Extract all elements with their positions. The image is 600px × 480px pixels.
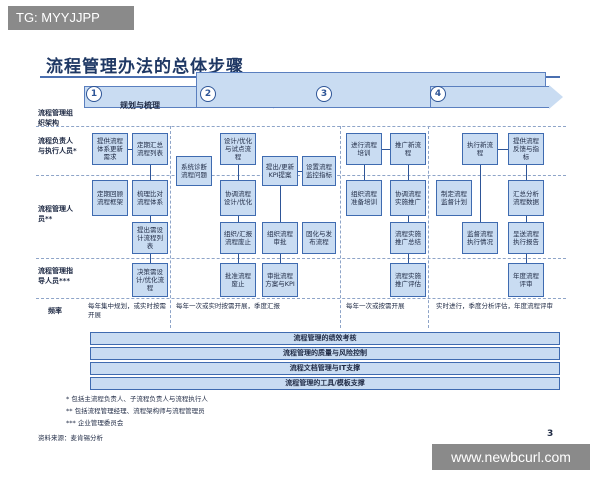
connector-14 (408, 216, 409, 222)
phase-divider-3 (428, 126, 429, 328)
connector-11 (364, 165, 365, 180)
lane-label-org: 流程管理组织架构 (38, 109, 73, 127)
box-provide-update-needs: 提供流程体系更新需求 (92, 133, 128, 165)
band-quality-risk: 流程管理的质量与风险控制 (90, 347, 560, 360)
page-title: 流程管理办法的总体步骤 (46, 57, 244, 77)
connector-8 (280, 186, 281, 222)
watermark-bottom: www.newbcurl.com (432, 444, 590, 470)
phase-label-1: 规划与梳理 (120, 101, 160, 110)
box-decide-design: 决策需设计/优化流程 (132, 263, 168, 297)
band-document-it: 流程文档管理与IT支撑 (90, 362, 560, 375)
lane-divider-2 (36, 175, 566, 176)
connector-17 (480, 165, 481, 222)
frequency-phase-3: 每年一次或按需开展 (346, 302, 405, 310)
connector-1 (128, 149, 132, 150)
box-set-monitor-index: 设置流程监控指标 (302, 156, 336, 186)
connector-13 (408, 165, 409, 180)
box-annual-review: 年度流程评审 (508, 263, 544, 297)
connector-12 (382, 149, 390, 150)
connector-5 (238, 165, 239, 180)
box-publish-process: 固化与发布流程 (302, 222, 336, 254)
page-number: 3 (547, 429, 554, 439)
frequency-phase-2: 每年一次或实时按需开展，季度汇报 (176, 302, 280, 310)
box-summarize-process-list: 定期汇总流程列表 (132, 133, 168, 165)
box-training: 进行流程培训 (346, 133, 382, 165)
note-2: ** 包括流程管理经理、流程架构师与流程管理员 (66, 407, 205, 415)
box-approve-abolish: 批准流程废止 (220, 263, 256, 297)
phase-bar-3 (430, 86, 550, 108)
box-prepare-training: 组织流程准备培训 (346, 180, 382, 216)
frequency-phase-1: 每年集中规划，或实时按需开展 (88, 302, 166, 319)
lane-label-leader: 流程管理指导人员*** (38, 267, 73, 285)
box-design-pilot: 设计/优化与试点流程 (220, 133, 256, 165)
box-monitor-execution: 监督流程执行情况 (462, 222, 498, 254)
connector-3 (150, 216, 151, 222)
phase-arrow-end (549, 85, 563, 109)
box-promotion-summary: 流程实施推广总结 (390, 222, 426, 254)
connector-20 (526, 254, 527, 263)
box-organize-approval: 组织流程审批 (262, 222, 298, 254)
phase-number-4: 4 (430, 86, 446, 102)
note-1: * 包括主流程负责人、子流程负责人与流程执行人 (66, 395, 208, 403)
connector-15 (408, 254, 409, 263)
box-promote-process: 推广新流程 (390, 133, 426, 165)
connector-7 (238, 254, 239, 263)
connector-18 (526, 165, 527, 180)
band-tools-templates: 流程管理的工具/模板支撑 (90, 377, 560, 390)
lane-label-manager: 流程管理人员** (38, 205, 73, 223)
box-coordinate-promotion: 协调流程实施推广 (390, 180, 426, 216)
connector-2 (150, 165, 151, 180)
box-review-framework: 定期回顾流程框架 (92, 180, 128, 216)
phase-number-2: 2 (200, 86, 216, 102)
lane-divider-4 (36, 298, 566, 299)
box-report-abolish: 组织/汇报流程废止 (220, 222, 256, 254)
phase-number-1: 1 (86, 86, 102, 102)
lane-divider-1 (36, 126, 566, 127)
phase-divider-1 (170, 126, 171, 328)
phase-number-3: 3 (316, 86, 332, 102)
connector-4 (150, 254, 151, 263)
box-kpi-proposal: 提出/更新KPI提案 (262, 156, 298, 186)
box-compare-process-system: 梳理比对流程体系 (132, 180, 168, 216)
box-execute-process: 执行新流程 (462, 133, 498, 165)
connector-16 (498, 149, 508, 150)
lane-divider-3 (36, 258, 566, 259)
box-monitor-plan: 制定流程监督计划 (436, 180, 472, 216)
watermark-top: TG: MYYJJPP (8, 6, 134, 30)
box-analyze-data: 汇总分析流程数据 (508, 180, 544, 216)
connector-19 (526, 216, 527, 222)
box-diagnose-problems: 系统诊断流程问题 (176, 156, 212, 186)
box-promotion-evaluation: 流程实施推广评估 (390, 263, 426, 297)
box-coordinate-design: 协调流程设计/优化 (220, 180, 256, 216)
lane-label-owner: 流程负责人与执行人员* (38, 137, 77, 155)
box-approve-kpi: 审批流程方案与KPI (262, 263, 298, 297)
connector-10 (298, 171, 302, 172)
box-execution-report: 呈送流程执行报告 (508, 222, 544, 254)
connector-9 (280, 254, 281, 263)
source-note: 资料来源：麦肯锡分析 (38, 434, 103, 442)
frequency-phase-4: 实时进行，季度分析评估，年度流程评审 (436, 302, 553, 310)
phase-divider-2 (340, 126, 341, 328)
box-propose-design-list: 提出需设计流程列表 (132, 222, 168, 254)
frequency-label: 频率 (48, 307, 62, 315)
box-feedback-index: 提供流程反馈与指标 (508, 133, 544, 165)
note-3: *** 企业管理委员会 (66, 419, 124, 427)
connector-6 (238, 216, 239, 222)
band-performance: 流程管理的绩效考核 (90, 332, 560, 345)
